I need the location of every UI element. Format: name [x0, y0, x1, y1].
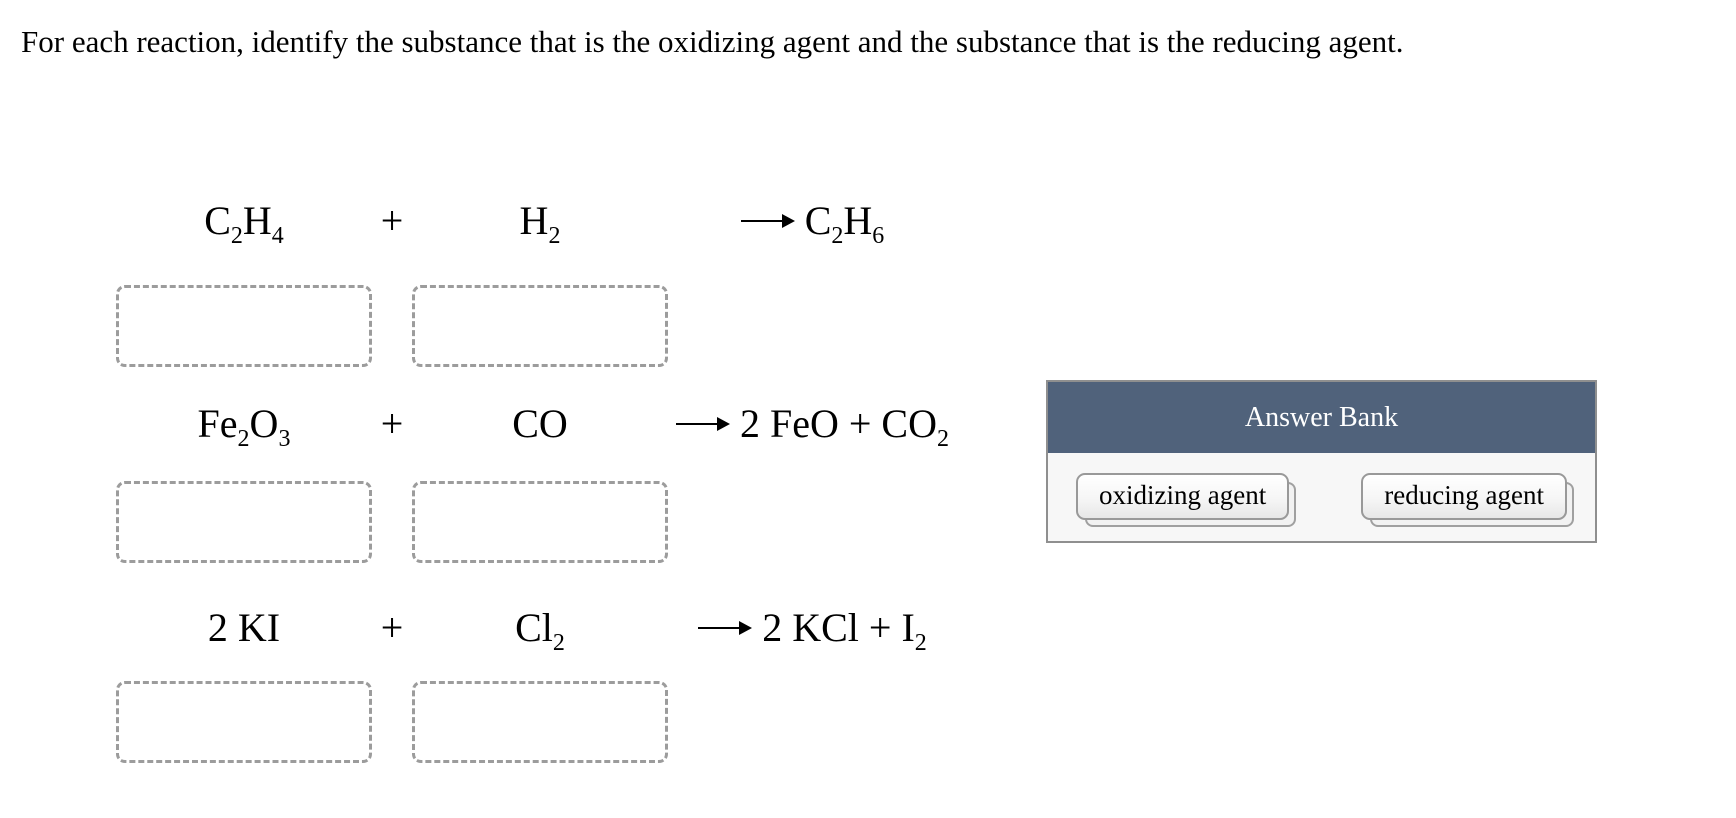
drop-target-reactant-1[interactable] [116, 481, 372, 563]
reactant-2-formula: CO [512, 401, 568, 446]
plus-sign: + [380, 605, 404, 650]
answer-bank-body: oxidizing agent reducing agent [1048, 453, 1595, 520]
reaction-products-group: 2 FeO + CO2 [655, 401, 970, 452]
plus-sign: + [380, 401, 404, 446]
question-prompt: For each reaction, identify the substanc… [21, 24, 1404, 59]
reaction-products-group: C2H6 [655, 198, 970, 249]
answer-bank-header: Answer Bank [1048, 382, 1595, 453]
reactant-1-formula: 2 KI [207, 605, 281, 650]
draggable-answer-reducing-agent[interactable]: reducing agent [1361, 473, 1567, 520]
reactant-1-formula: C2H4 [204, 198, 284, 249]
right-arrow-icon [675, 422, 728, 426]
right-arrow-icon [740, 219, 793, 223]
drop-target-reactant-2[interactable] [412, 681, 668, 763]
reactant-2-formula: H2 [519, 198, 561, 249]
products-formula: C2H6 [804, 198, 885, 249]
answer-bank-title: Answer Bank [1244, 401, 1399, 433]
answer-bank-panel: Answer Bank oxidizing agent reducing age… [1046, 380, 1597, 543]
reactant-1-formula: Fe2O3 [197, 401, 291, 452]
plus-sign: + [380, 198, 404, 243]
drop-target-reactant-2[interactable] [412, 285, 668, 367]
drop-target-reactant-1[interactable] [116, 681, 372, 763]
products-formula: 2 KCl + I2 [762, 605, 927, 656]
products-formula: 2 FeO + CO2 [739, 401, 949, 452]
right-arrow-icon [698, 626, 751, 630]
drop-target-reactant-1[interactable] [116, 285, 372, 367]
drop-target-reactant-2[interactable] [412, 481, 668, 563]
reaction-products-group: 2 KCl + I2 [655, 605, 970, 656]
draggable-answer-oxidizing-agent[interactable]: oxidizing agent [1076, 473, 1290, 520]
reactant-2-formula: Cl2 [515, 605, 565, 656]
